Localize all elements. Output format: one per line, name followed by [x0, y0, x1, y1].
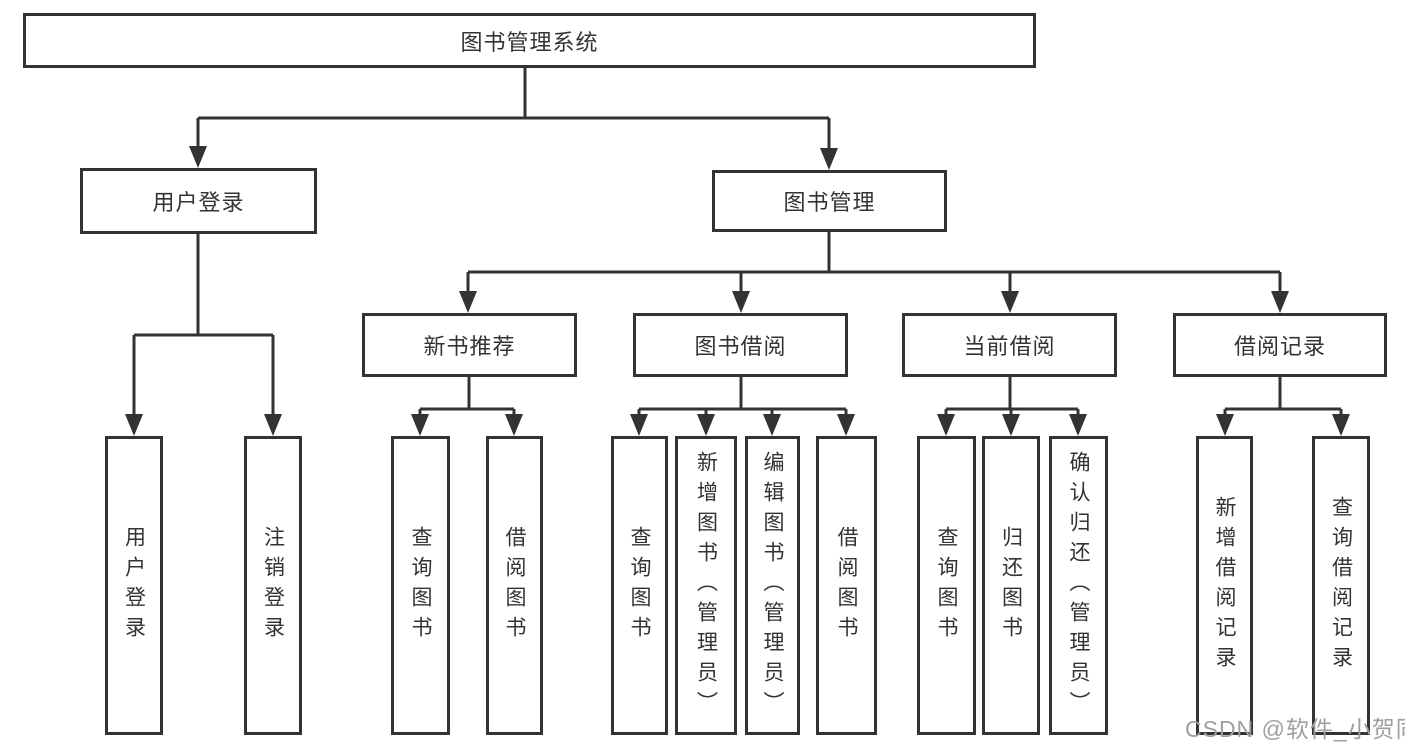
node-leaf-confirm-return-admin: 确认归还（管理员）	[1049, 436, 1108, 735]
node-label: 注销登录	[261, 525, 285, 646]
arrowheads-user-login-children	[125, 414, 282, 436]
node-label: 图书管理	[783, 190, 876, 215]
connector-book-mgmt-children	[466, 232, 1282, 295]
node-label: 新增借阅记录	[1213, 495, 1236, 676]
arrowheads-new-book-rec-children	[411, 414, 523, 436]
node-label: 当前借阅	[963, 334, 1056, 359]
node-leaf-add-books-admin: 新增图书（管理员）	[675, 436, 737, 735]
node-label: 归还图书	[999, 525, 1023, 646]
arrowheads-book-mgmt-children	[459, 291, 1289, 313]
node-label: 新增图书（管理员）	[694, 450, 718, 721]
connector-root-children	[196, 68, 831, 152]
node-leaf-add-borrow-record: 新增借阅记录	[1196, 436, 1253, 735]
node-label: 查询图书	[935, 525, 958, 646]
node-leaf-logout: 注销登录	[244, 436, 302, 735]
connector-new-book-rec-children	[418, 377, 516, 418]
node-label: 查询图书	[409, 525, 432, 646]
node-leaf-return-books: 归还图书	[982, 436, 1040, 735]
arrowheads-borrow-records-children	[1216, 414, 1350, 436]
node-leaf-borrow-books-2: 借阅图书	[816, 436, 877, 735]
node-label: 确认归还（管理员）	[1067, 450, 1090, 721]
node-leaf-borrow-books-1: 借阅图书	[486, 436, 543, 735]
connector-user-login-children	[132, 234, 275, 418]
node-book-management: 图书管理	[712, 170, 947, 232]
node-label: 新书推荐	[423, 334, 516, 359]
node-label: 图书借阅	[694, 334, 787, 359]
connector-current-borrow-children	[944, 377, 1080, 418]
node-label: 借阅记录	[1233, 334, 1326, 359]
connector-book-borrow-children	[637, 377, 848, 418]
arrowheads-root-children	[189, 146, 838, 170]
node-label: 用户登录	[152, 190, 245, 215]
node-label: 借阅图书	[835, 525, 858, 646]
csdn-watermark: CSDN @软件_小贺同学	[1185, 716, 1405, 742]
node-leaf-edit-books-admin: 编辑图书（管理员）	[745, 436, 800, 735]
node-leaf-query-books-2: 查询图书	[611, 436, 668, 735]
node-current-borrowing: 当前借阅	[902, 313, 1117, 377]
node-label: 用户登录	[122, 525, 146, 646]
node-leaf-query-books-1: 查询图书	[391, 436, 450, 735]
node-user-login: 用户登录	[80, 168, 317, 234]
node-leaf-query-books-3: 查询图书	[917, 436, 976, 735]
node-borrowing-records: 借阅记录	[1173, 313, 1387, 377]
arrowheads-current-borrow-children	[937, 414, 1087, 436]
node-leaf-query-borrow-record: 查询借阅记录	[1312, 436, 1370, 735]
node-new-book-recommendation: 新书推荐	[362, 313, 577, 377]
connector-borrow-records-children	[1223, 377, 1343, 418]
arrowheads-book-borrow-children	[630, 414, 855, 436]
node-label: 查询借阅记录	[1329, 495, 1353, 676]
node-root-library-system: 图书管理系统	[23, 13, 1036, 68]
node-leaf-user-login: 用户登录	[105, 436, 163, 735]
node-label: 编辑图书（管理员）	[761, 450, 784, 721]
node-book-borrowing: 图书借阅	[633, 313, 848, 377]
node-label: 借阅图书	[503, 525, 526, 646]
node-label: 查询图书	[628, 525, 651, 646]
node-label: 图书管理系统	[460, 29, 599, 55]
